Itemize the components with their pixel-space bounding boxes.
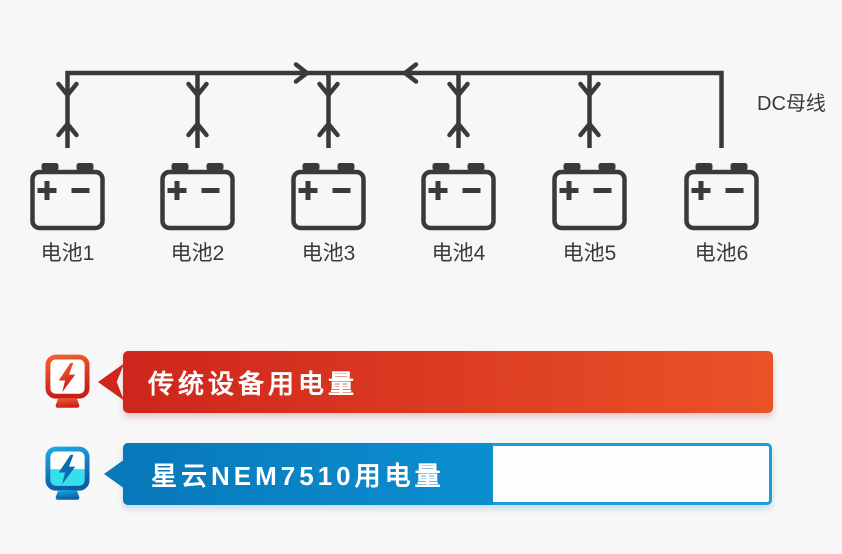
battery-terminal xyxy=(598,163,616,171)
battery-icon-1: 电池1 xyxy=(30,163,105,265)
battery-body xyxy=(421,169,496,231)
nem7510-usage-fill xyxy=(123,443,493,505)
battery-drop-lines xyxy=(195,73,592,148)
bubble-tail xyxy=(98,363,124,401)
battery-terminal xyxy=(432,163,450,171)
plus-symbol xyxy=(298,181,318,200)
battery-icon-6: 电池6 xyxy=(684,163,759,265)
battery-icon-4: 电池4 xyxy=(421,163,496,265)
dc-bus-label: DC母线 xyxy=(757,92,826,115)
battery-label: 电池6 xyxy=(695,242,749,265)
nem7510-usage-label: 星云NEM7510用电量 xyxy=(151,460,445,491)
battery-terminal xyxy=(337,163,355,171)
battery-label: 电池5 xyxy=(563,242,617,265)
battery-label: 电池2 xyxy=(171,242,225,265)
nem7510-usage-bar: 星云NEM7510用电量 xyxy=(104,443,772,505)
battery-body xyxy=(291,169,366,231)
plus-symbol xyxy=(559,181,579,200)
battery-terminal xyxy=(76,163,94,171)
battery-terminal xyxy=(695,163,713,171)
power-meter-icon-blue xyxy=(45,446,90,500)
battery-body xyxy=(30,169,105,231)
battery-terminal xyxy=(41,163,59,171)
meter-stand xyxy=(55,398,80,408)
traditional-usage-label: 传统设备用电量 xyxy=(148,368,359,399)
battery-icon-3: 电池3 xyxy=(291,163,366,265)
meter-liquid-fill xyxy=(50,469,85,486)
traditional-usage-bar: 传统设备用电量 xyxy=(98,351,773,413)
meter-stand xyxy=(55,490,80,500)
battery-body xyxy=(552,169,627,231)
plus-symbol xyxy=(428,181,448,200)
plus-symbol xyxy=(691,181,711,200)
battery-label: 电池4 xyxy=(432,242,486,265)
lightning-bolt-icon xyxy=(58,454,76,485)
power-meter-icon-red xyxy=(45,354,90,408)
battery-terminal xyxy=(206,163,224,171)
battery-body xyxy=(684,169,759,231)
battery-label: 电池1 xyxy=(41,242,95,265)
battery-terminal xyxy=(467,163,485,171)
dc-bus-diagram: 电池1 电池2 电池3 电池4 xyxy=(30,0,826,265)
plus-symbol xyxy=(37,181,57,200)
meter-frame xyxy=(45,446,90,491)
lightning-bolt-icon xyxy=(58,362,76,393)
battery-terminal xyxy=(302,163,320,171)
battery-terminal xyxy=(171,163,189,171)
battery-terminal xyxy=(730,163,748,171)
battery-terminal xyxy=(563,163,581,171)
plus-symbol xyxy=(167,181,187,200)
battery-label: 电池3 xyxy=(302,242,356,265)
battery-body xyxy=(160,169,235,231)
battery-icon-2: 电池2 xyxy=(160,163,235,265)
battery-icon-5: 电池5 xyxy=(552,163,627,265)
dc-bus-line xyxy=(65,70,724,148)
